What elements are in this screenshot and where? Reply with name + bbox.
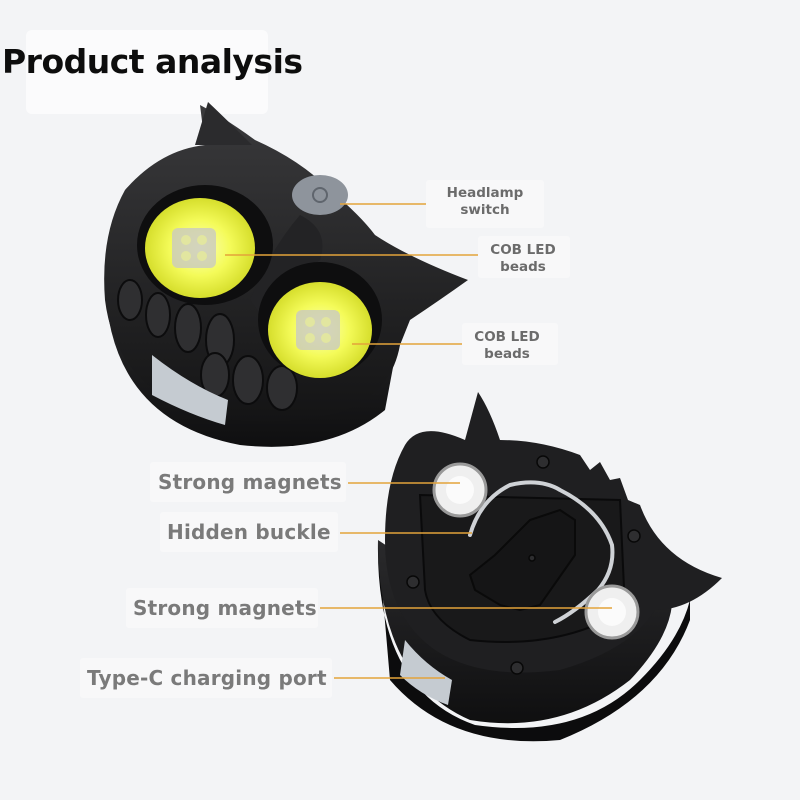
callout-cob-top-line1: COB LED bbox=[490, 242, 556, 258]
leader-lines bbox=[225, 203, 612, 679]
callout-switch-line2: switch bbox=[460, 202, 510, 218]
label-backdrop-port bbox=[80, 658, 332, 698]
label-backdrop-buckle bbox=[160, 512, 338, 552]
page-title: Product analysis bbox=[2, 42, 303, 81]
type-c-port-cover bbox=[400, 640, 452, 705]
callout-strong-magnets-top: Strong magnets bbox=[158, 470, 342, 494]
label-backdrop-cob-top bbox=[478, 236, 570, 278]
label-backdrop-cob-bottom bbox=[462, 323, 558, 365]
label-backdrop-switch bbox=[426, 180, 544, 228]
callout-switch-line1: Headlamp bbox=[446, 185, 524, 201]
callout-cob-bottom-line2: beads bbox=[484, 346, 530, 362]
title-backdrop bbox=[26, 30, 268, 114]
callout-cob-led-bottom: COB LED beads bbox=[464, 329, 550, 363]
callout-headlamp-switch: Headlamp switch bbox=[430, 185, 540, 219]
callout-strong-magnets-bottom: Strong magnets bbox=[133, 596, 317, 620]
label-backdrop-magnets-bottom bbox=[126, 588, 318, 628]
label-backdrop-magnets-top bbox=[150, 462, 346, 502]
headlamp-switch-button bbox=[292, 175, 348, 215]
callout-cob-top-line2: beads bbox=[500, 259, 546, 275]
callout-cob-bottom-line1: COB LED bbox=[474, 329, 540, 345]
callout-type-c-port: Type-C charging port bbox=[87, 666, 327, 690]
headlamp-front-view bbox=[104, 102, 469, 447]
headlamp-back-view bbox=[377, 392, 722, 742]
callout-cob-led-top: COB LED beads bbox=[480, 242, 566, 276]
callout-hidden-buckle: Hidden buckle bbox=[167, 520, 331, 544]
